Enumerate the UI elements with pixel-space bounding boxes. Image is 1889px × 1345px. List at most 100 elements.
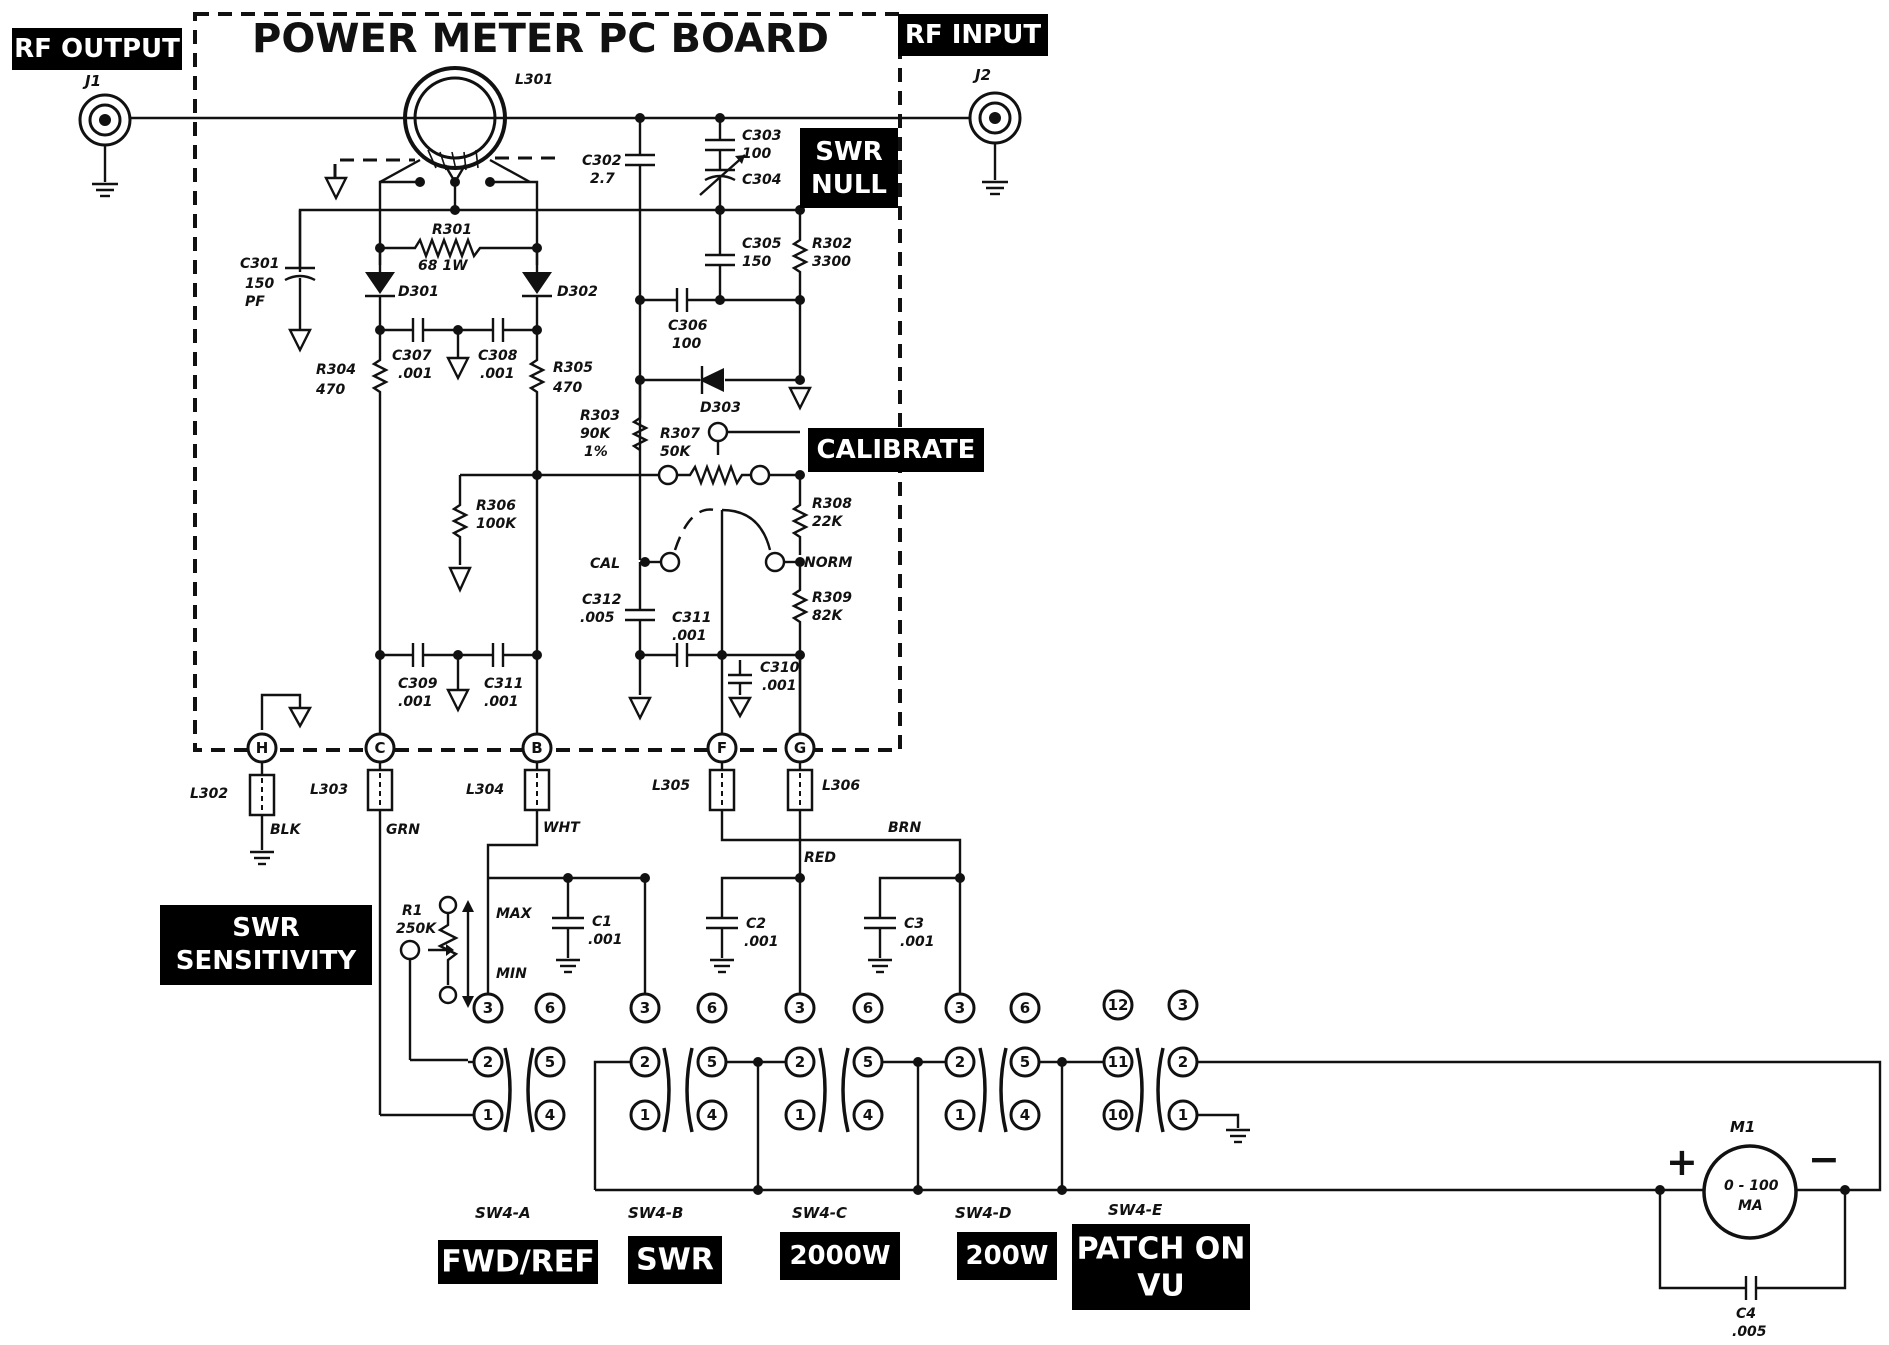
svg-text:FWD/REF: FWD/REF	[441, 1245, 595, 1280]
choke-l306	[786, 762, 814, 1005]
svg-text:2000W: 2000W	[789, 1241, 890, 1271]
l301-toroid	[333, 66, 555, 184]
svg-text:68 1W: 68 1W	[418, 258, 468, 274]
choke-l305	[708, 762, 962, 1005]
svg-text:SWR: SWR	[815, 137, 882, 167]
svg-text:C311: C311	[484, 676, 524, 692]
svg-text:C2: C2	[746, 916, 766, 932]
svg-text:4: 4	[545, 1106, 555, 1124]
svg-text:3: 3	[955, 999, 965, 1017]
svg-text:200W: 200W	[966, 1241, 1049, 1271]
terminal-g: G	[784, 732, 816, 764]
svg-text:H: H	[256, 739, 269, 757]
svg-text:R308: R308	[812, 496, 852, 512]
svg-text:10: 10	[1108, 1106, 1129, 1124]
svg-text:BRN: BRN	[888, 820, 921, 836]
c301-capacitor	[284, 210, 316, 353]
svg-text:5: 5	[707, 1053, 717, 1071]
svg-text:2: 2	[1178, 1053, 1188, 1071]
svg-text:2: 2	[483, 1053, 493, 1071]
svg-text:L304: L304	[466, 782, 504, 798]
svg-text:R303: R303	[580, 408, 620, 424]
svg-text:.001: .001	[900, 934, 935, 950]
pc-board-outline	[193, 12, 902, 752]
label-fwd-ref: FWD/REF	[438, 1240, 598, 1284]
svg-text:470: 470	[552, 380, 582, 396]
svg-text:C: C	[374, 739, 385, 757]
label-swr: SWR	[628, 1236, 722, 1284]
l301-label: L301	[515, 72, 553, 88]
svg-text:1: 1	[1178, 1106, 1188, 1124]
svg-text:D301: D301	[398, 284, 439, 300]
svg-text:L305: L305	[652, 778, 690, 794]
svg-text:R305: R305	[553, 360, 593, 376]
svg-text:C304: C304	[742, 172, 782, 188]
svg-text:NORM: NORM	[804, 555, 852, 571]
svg-text:6: 6	[545, 999, 555, 1017]
sw4-b-label: SW4-B	[628, 1204, 683, 1222]
svg-text:12: 12	[1108, 996, 1129, 1014]
svg-text:2: 2	[640, 1053, 650, 1071]
svg-text:470: 470	[315, 382, 345, 398]
choke-l303	[366, 762, 394, 1115]
switch-sw4-b[interactable]: 3 6 2 5 1 4	[629, 992, 728, 1133]
svg-text:C308: C308	[478, 348, 518, 364]
svg-text:D303: D303	[700, 400, 741, 416]
svg-text:3: 3	[640, 999, 650, 1017]
j1-label: J1	[82, 72, 101, 90]
svg-text:2: 2	[795, 1053, 805, 1071]
svg-text:C307: C307	[392, 348, 432, 364]
meter-m1: 0 - 100 MA	[1702, 1144, 1798, 1240]
svg-text:11: 11	[1108, 1053, 1129, 1071]
terminal-b: B	[521, 732, 553, 764]
ground-symbol	[324, 176, 348, 201]
label-200w: 200W	[957, 1232, 1057, 1280]
label-rf-input: RF INPUT	[898, 14, 1048, 56]
svg-text:.001: .001	[588, 932, 623, 948]
svg-text:2.7: 2.7	[590, 171, 615, 187]
switch-sw4-d[interactable]: 3 6 2 5 1 4	[944, 992, 1041, 1133]
svg-text:5: 5	[1020, 1053, 1030, 1071]
svg-text:6: 6	[707, 999, 717, 1017]
label-swr-sensitivity: SWR SENSITIVITY	[160, 905, 372, 985]
meter-minus-sign: −	[1808, 1137, 1840, 1181]
svg-text:CAL: CAL	[590, 556, 620, 572]
svg-text:6: 6	[863, 999, 873, 1017]
svg-text:R304: R304	[316, 362, 356, 378]
svg-text:SWR: SWR	[636, 1243, 714, 1278]
switch-sw4-a[interactable]: 3 6 2 5 1 4	[472, 992, 566, 1133]
svg-text:100: 100	[672, 336, 701, 352]
svg-text:NULL: NULL	[811, 170, 887, 200]
d302-diode	[522, 248, 552, 330]
d301-diode	[365, 248, 395, 330]
svg-text:2: 2	[955, 1053, 965, 1071]
svg-text:RF INPUT: RF INPUT	[905, 20, 1041, 50]
switch-sw4-c[interactable]: 3 6 2 5 1 4	[784, 992, 884, 1133]
svg-text:D302: D302	[557, 284, 598, 300]
svg-text:4: 4	[1020, 1106, 1030, 1124]
sw4-c-label: SW4-C	[792, 1204, 847, 1222]
svg-text:C1: C1	[592, 914, 612, 930]
label-calibrate: CALIBRATE	[808, 428, 984, 472]
svg-text:MA: MA	[1738, 1198, 1763, 1214]
svg-text:1: 1	[955, 1106, 965, 1124]
svg-text:B: B	[531, 739, 542, 757]
svg-text:4: 4	[707, 1106, 717, 1124]
svg-text:G: G	[794, 739, 806, 757]
svg-text:RED: RED	[804, 850, 836, 866]
m1-label: M1	[1730, 1118, 1755, 1136]
switch-sw4-e[interactable]: 12 3 11 2 10 1	[1102, 989, 1199, 1133]
svg-text:C310: C310	[760, 660, 800, 676]
choke-l304	[486, 762, 551, 1005]
svg-text:3: 3	[1178, 996, 1188, 1014]
svg-text:C306: C306	[668, 318, 708, 334]
svg-text:0 - 100: 0 - 100	[1724, 1178, 1779, 1194]
svg-text:82K: 82K	[812, 608, 843, 624]
svg-text:150: 150	[742, 254, 771, 270]
svg-text:6: 6	[1020, 999, 1030, 1017]
svg-text:CALIBRATE: CALIBRATE	[817, 435, 976, 465]
svg-text:C302: C302	[582, 153, 622, 169]
svg-text:F: F	[717, 739, 727, 757]
sw4-d-label: SW4-D	[955, 1204, 1011, 1222]
svg-text:L303: L303	[310, 782, 348, 798]
